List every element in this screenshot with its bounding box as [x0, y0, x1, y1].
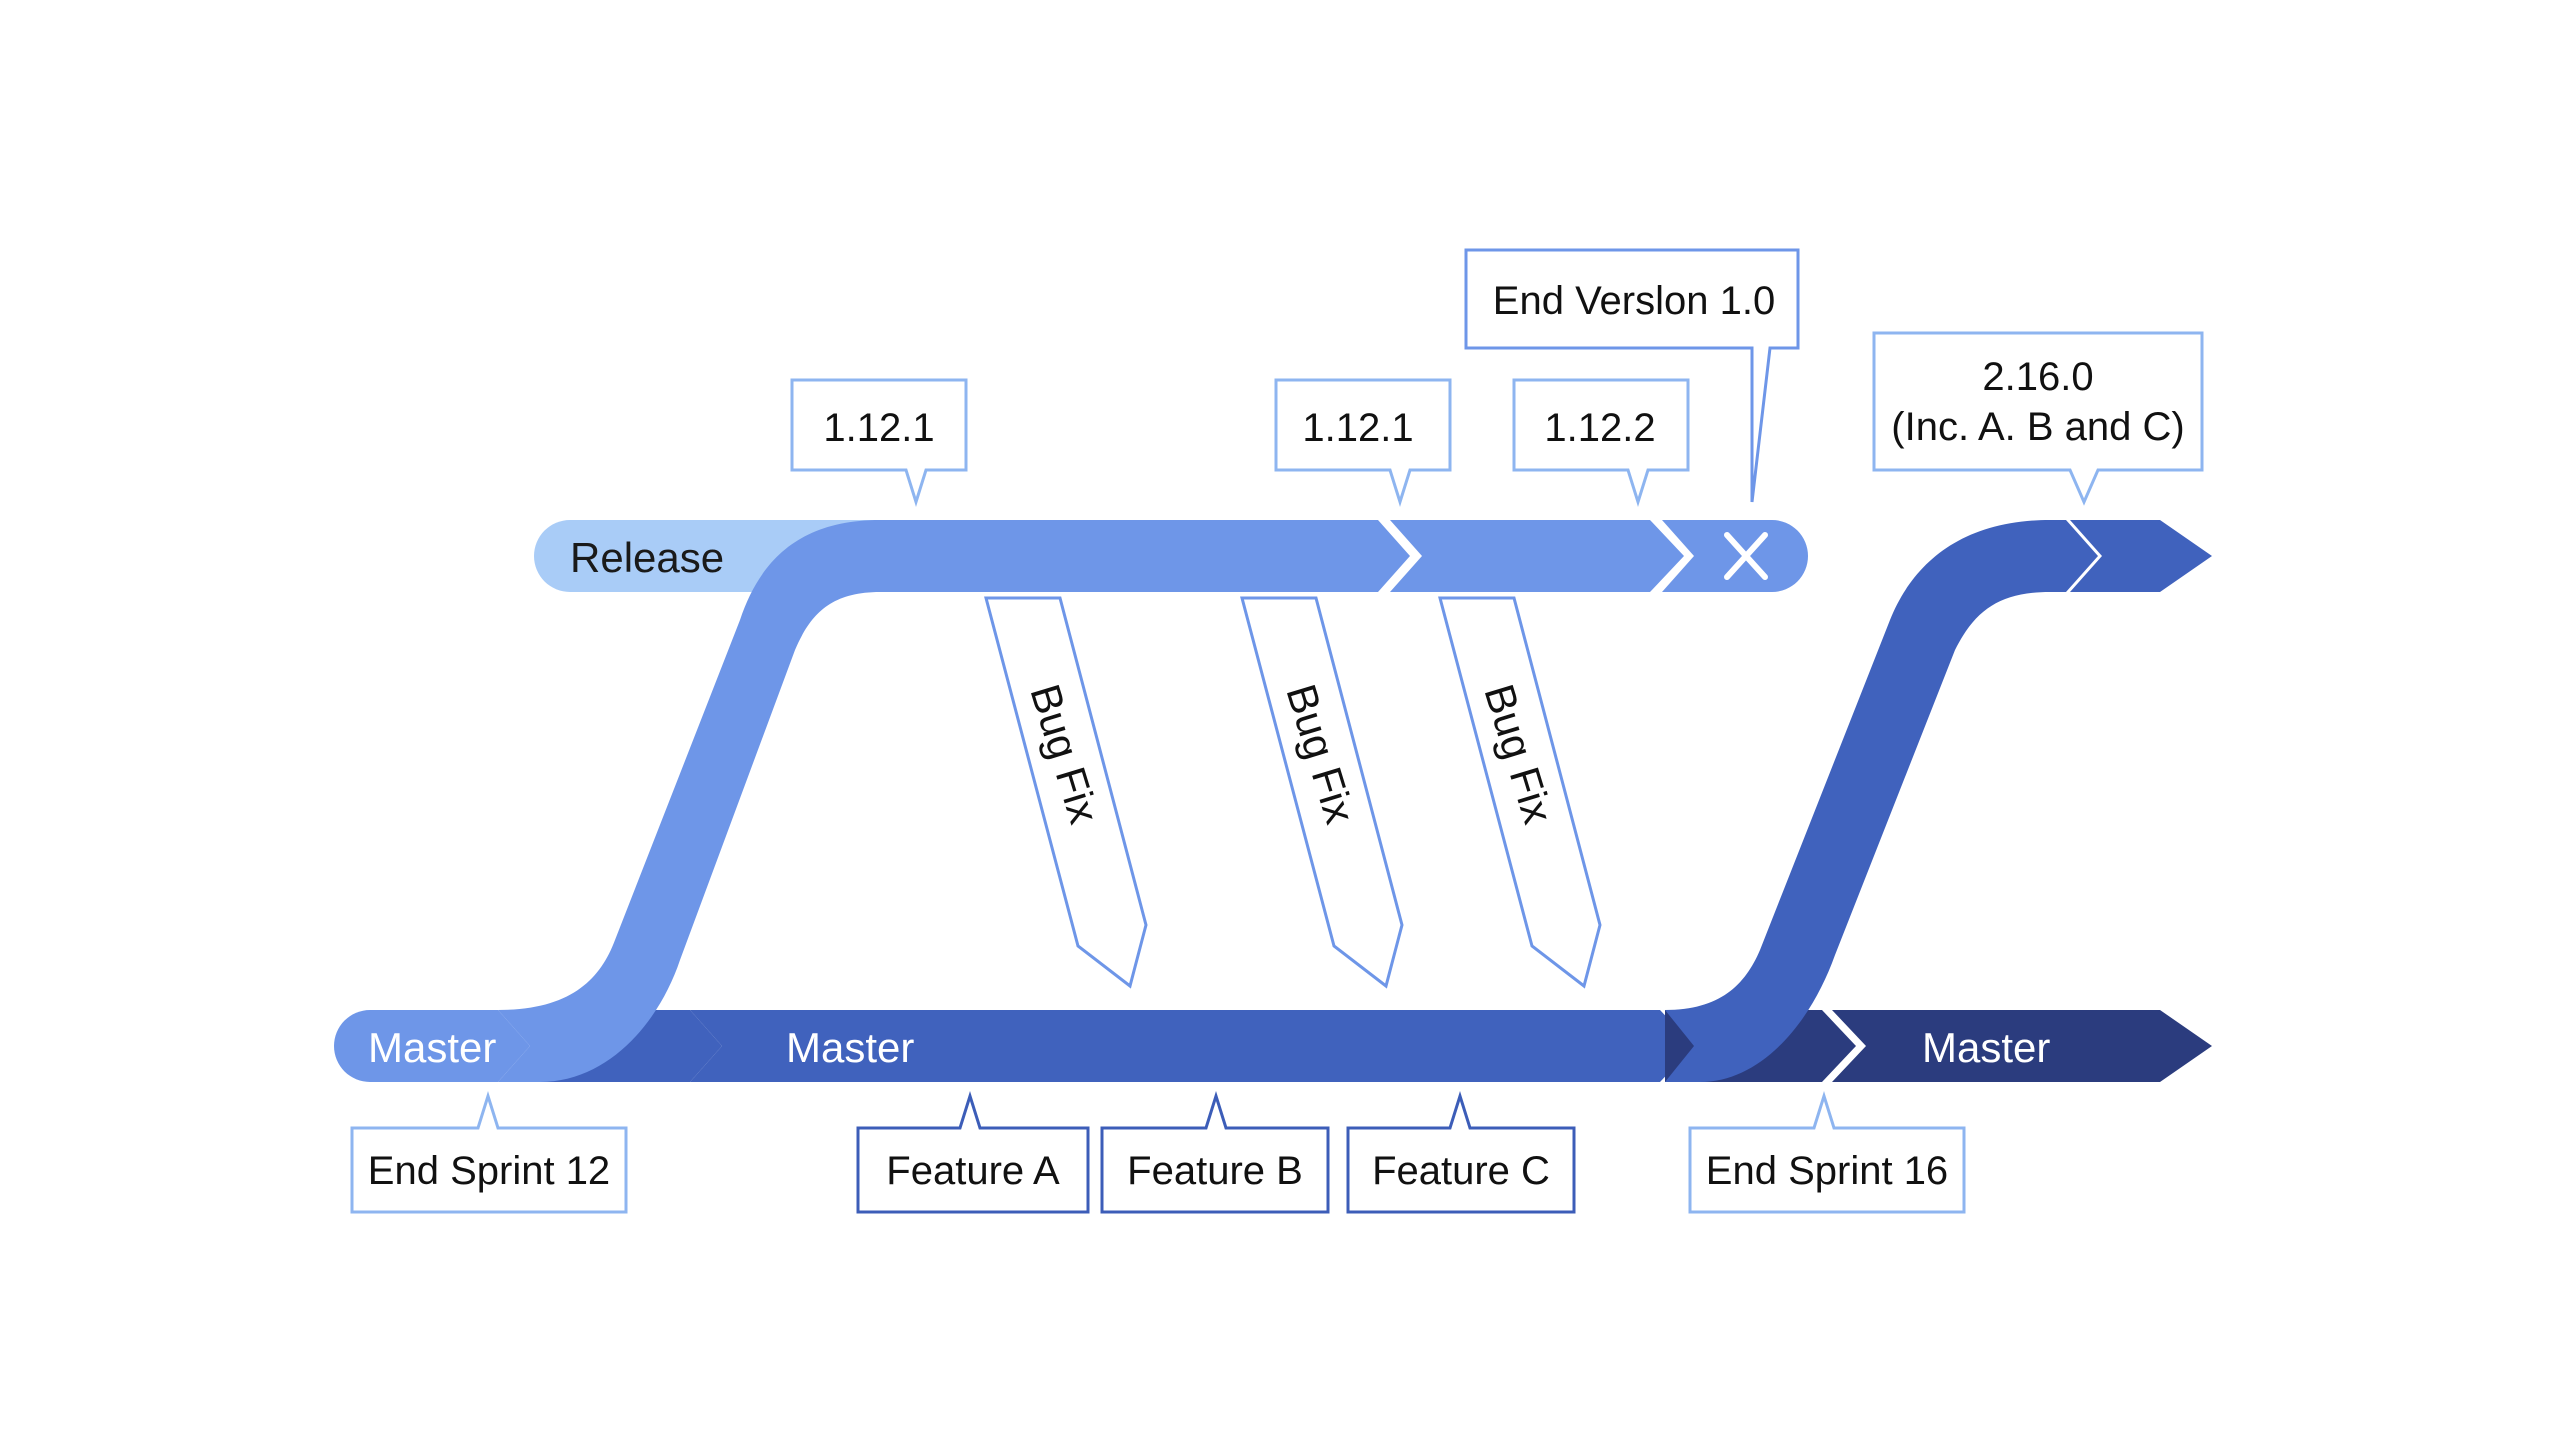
- svg-text:2.16.0: 2.16.0: [1982, 355, 2093, 399]
- release-segment-2: [1390, 520, 1684, 592]
- svg-text:Feature A: Feature A: [886, 1149, 1060, 1193]
- callout-version-2: 1.12.1: [1274, 378, 1452, 508]
- callout-end-sprint-12: End Sprint 12: [350, 1090, 628, 1214]
- callout-feature-a: Feature A: [856, 1090, 1090, 1214]
- merge-ribbon: [1665, 520, 2098, 1082]
- svg-text:Feature C: Feature C: [1372, 1149, 1550, 1193]
- master-lane-end-arrow: [1832, 1010, 2212, 1082]
- bugfix-arrow-3: Bug Fix: [1438, 596, 1602, 989]
- svg-text:Feature B: Feature B: [1127, 1149, 1303, 1193]
- svg-text:(Inc. A. B and C): (Inc. A. B and C): [1891, 405, 2184, 449]
- callout-feature-b: Feature B: [1100, 1090, 1330, 1214]
- bugfix-arrow-2: Bug Fix: [1240, 596, 1404, 989]
- release-branch-ribbon: [498, 520, 1410, 1082]
- bugfix-arrow-1: Bug Fix: [984, 596, 1148, 989]
- new-release-arrow: [2070, 520, 2212, 592]
- callout-version-1: 1.12.1: [790, 378, 968, 508]
- svg-text:1.12.1: 1.12.1: [823, 406, 934, 450]
- master-lane-mid-label: Master: [786, 1024, 914, 1071]
- close-icon: [1724, 532, 1768, 580]
- callout-end-sprint-16: End Sprint 16: [1688, 1090, 1966, 1214]
- master-lane-start: [334, 1010, 530, 1082]
- svg-text:1.12.1: 1.12.1: [1302, 406, 1413, 450]
- svg-text:1.12.2: 1.12.2: [1544, 406, 1655, 450]
- master-lane-right-label: Master: [1922, 1024, 2050, 1071]
- callout-end-version: End Verslon 1.0: [1464, 248, 1800, 503]
- callout-version-4: 2.16.0 (Inc. A. B and C): [1872, 331, 2204, 506]
- master-lane: Master Master Master: [334, 1010, 2212, 1082]
- master-lane-left-label: Master: [368, 1024, 496, 1071]
- release-segment-3: [1662, 520, 1808, 592]
- svg-text:End Sprint 12: End Sprint 12: [368, 1149, 610, 1193]
- master-lane-segment-2: [690, 1010, 1694, 1082]
- callout-version-3: 1.12.2: [1512, 378, 1690, 508]
- svg-text:End Verslon 1.0: End Verslon 1.0: [1493, 279, 1775, 323]
- svg-text:End Sprint 16: End Sprint 16: [1706, 1149, 1948, 1193]
- callout-feature-c: Feature C: [1346, 1090, 1576, 1214]
- release-lane-label: Release: [570, 534, 724, 581]
